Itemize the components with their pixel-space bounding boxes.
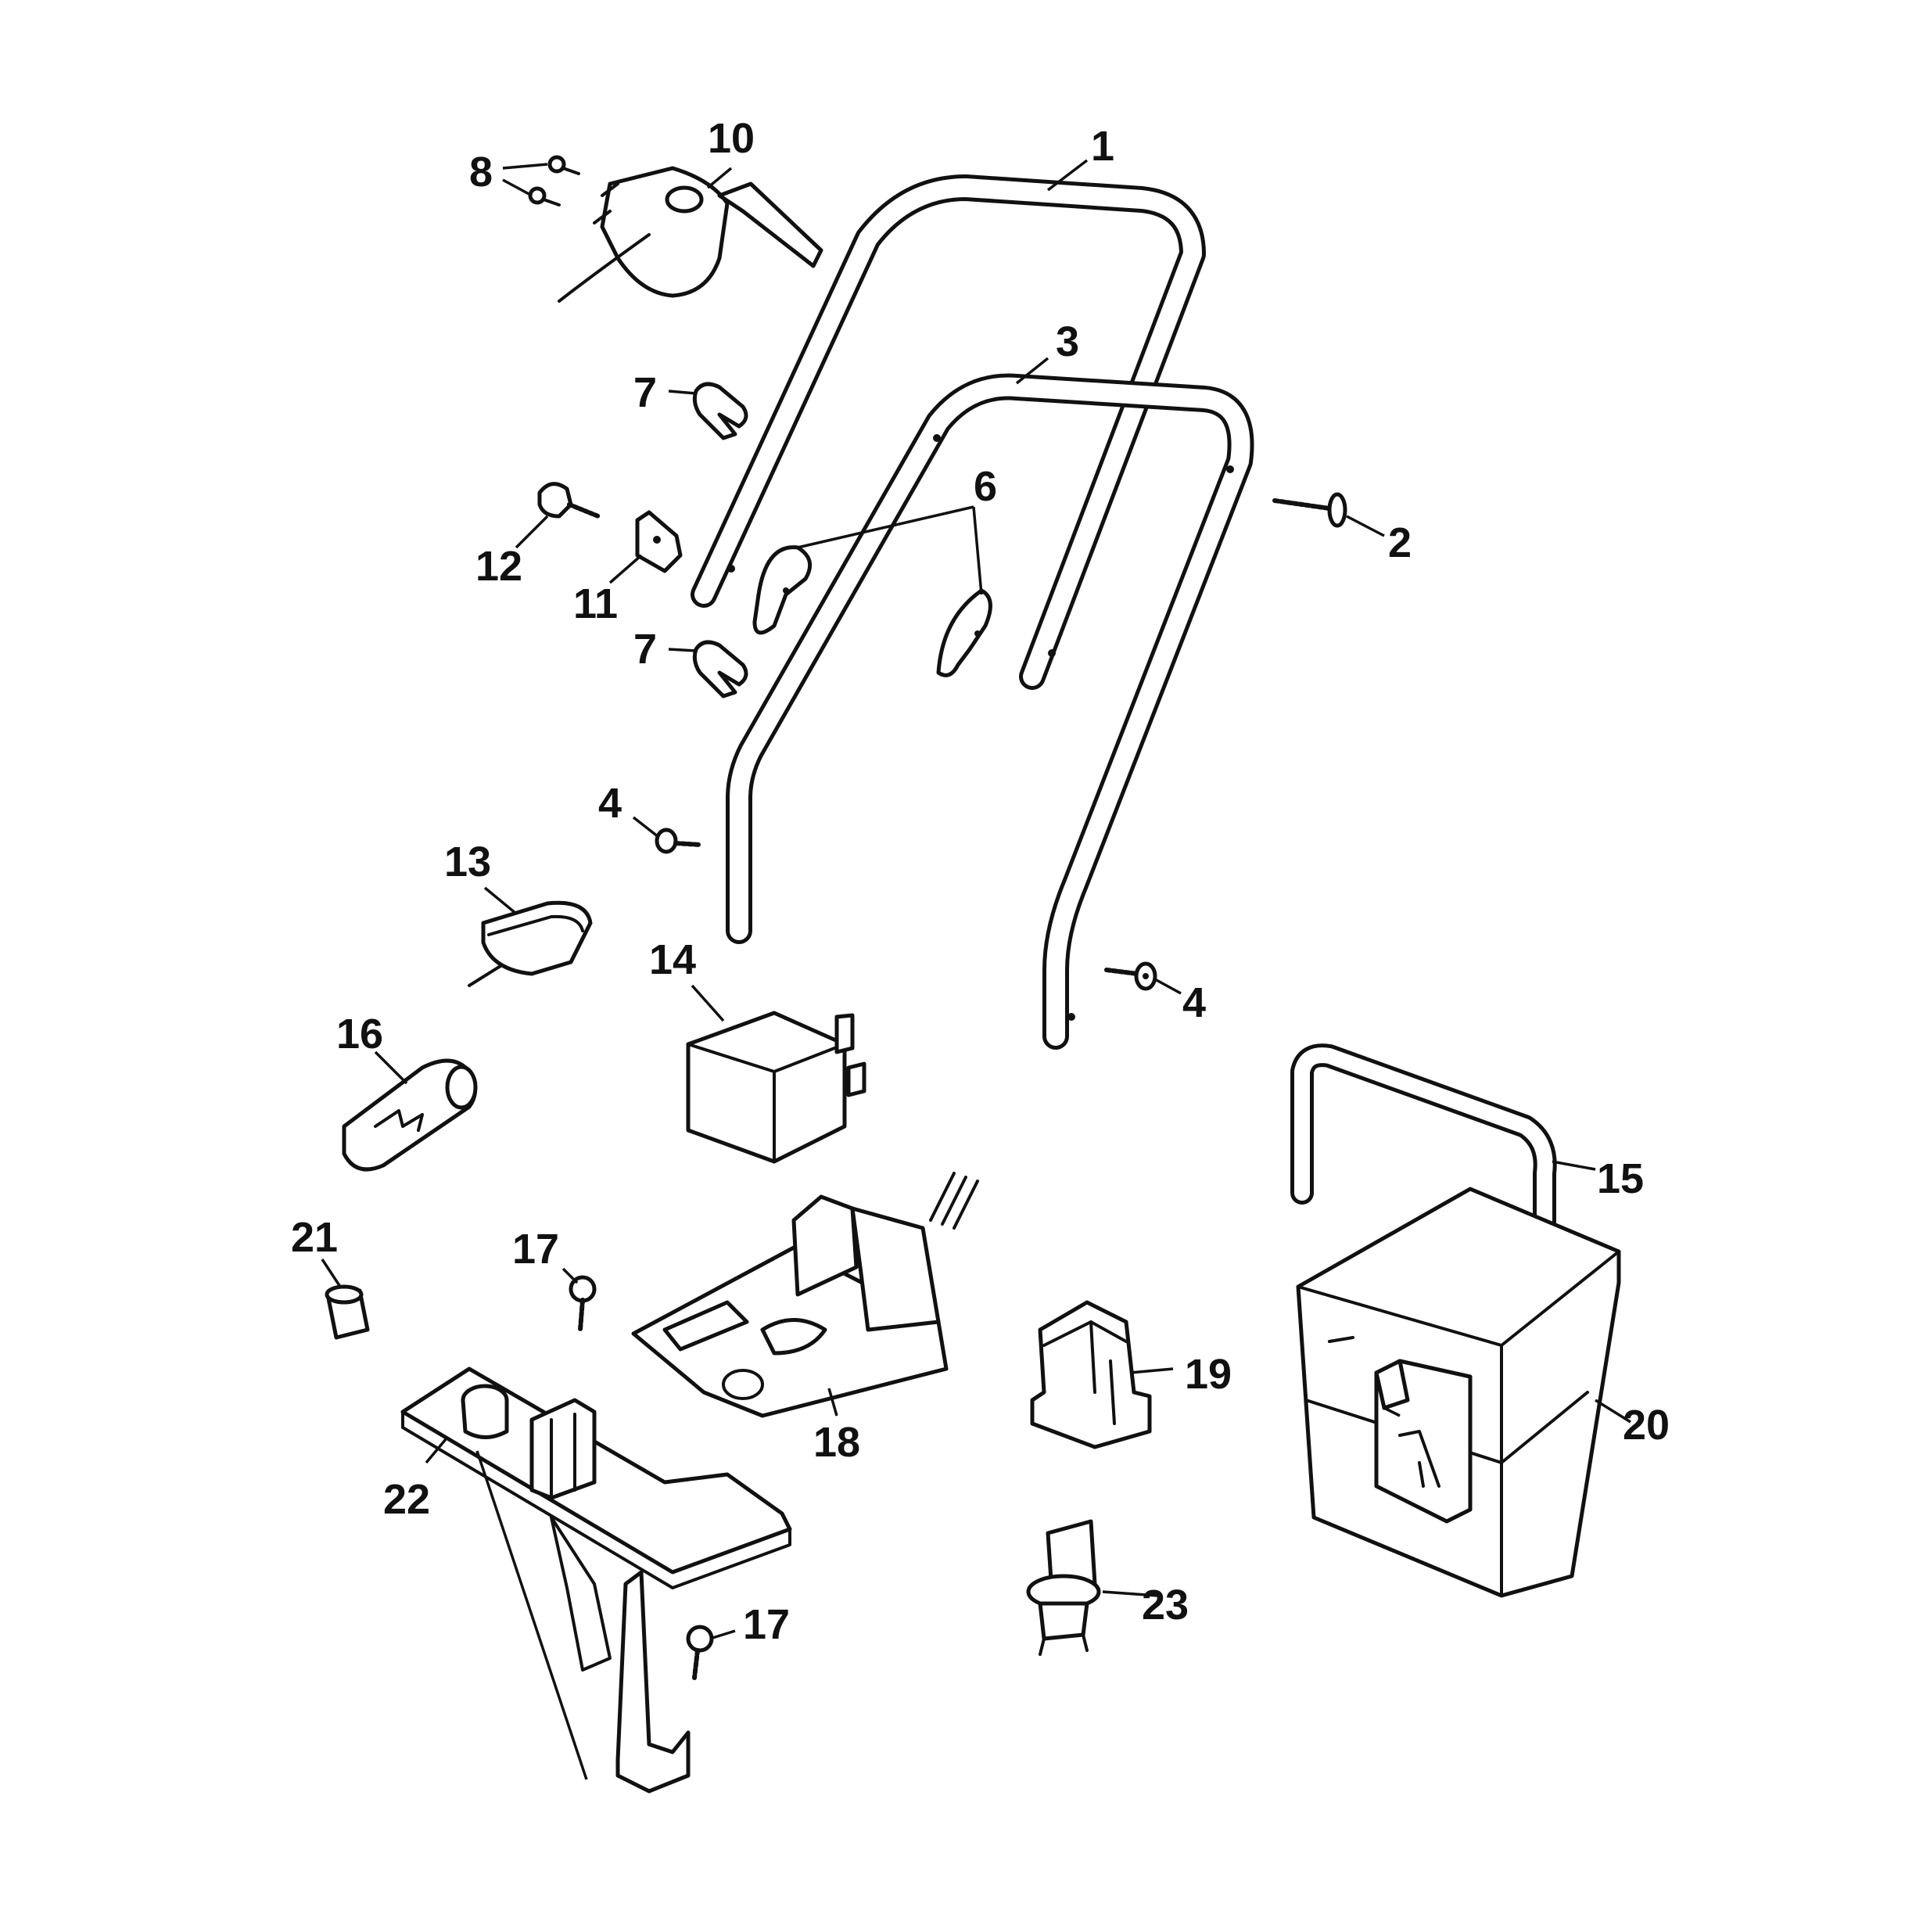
part-4-screw-right[interactable] (1104, 961, 1157, 991)
label-part-15: 15 (1597, 1155, 1644, 1202)
label-part-17-lower: 17 (743, 1601, 790, 1648)
label-part-10: 10 (708, 115, 755, 162)
part-15-carry-handle[interactable] (1290, 1043, 1557, 1295)
part-11-bracket-clip[interactable] (635, 510, 683, 573)
label-part-8: 8 (469, 149, 493, 196)
label-part-14: 14 (649, 936, 696, 983)
part-20-battery-box[interactable] (1296, 1187, 1621, 1598)
part-19-connector-block[interactable] (1030, 1300, 1152, 1449)
part-16-connector[interactable] (342, 1058, 478, 1172)
label-part-17-upper: 17 (512, 1226, 559, 1273)
part-4-screw-left[interactable] (655, 828, 702, 854)
label-part-2: 2 (1388, 519, 1412, 566)
part-7-clip-lower[interactable] (692, 640, 748, 698)
part-3-lower-handle[interactable] (726, 373, 1254, 1050)
part-14-relay[interactable] (686, 1011, 866, 1164)
part-2-bolt[interactable] (1272, 492, 1347, 528)
label-part-19: 19 (1185, 1351, 1232, 1398)
part-18-circuit-board[interactable] (631, 1172, 979, 1418)
part-17-screw-upper[interactable] (569, 1275, 597, 1332)
label-part-20: 20 (1623, 1402, 1670, 1449)
part-8-screws[interactable] (528, 155, 580, 206)
label-part-13: 13 (444, 839, 491, 885)
label-part-4-right: 4 (1182, 979, 1206, 1026)
label-part-4-left: 4 (598, 780, 622, 827)
part-21-small-clip[interactable] (325, 1284, 370, 1340)
part-22-bracket[interactable] (400, 1366, 792, 1794)
part-1-upper-handle[interactable] (691, 174, 1206, 690)
label-part-11: 11 (573, 580, 618, 627)
label-part-1: 1 (1091, 123, 1114, 170)
label-part-23: 23 (1142, 1582, 1189, 1629)
label-part-12: 12 (475, 543, 522, 590)
label-part-18: 18 (813, 1419, 860, 1466)
part-17-screw-lower[interactable] (686, 1625, 714, 1680)
label-part-3: 3 (1056, 318, 1079, 365)
label-part-21: 21 (291, 1214, 338, 1261)
part-12-knob-bolt[interactable] (537, 482, 601, 519)
label-part-16: 16 (336, 1011, 383, 1058)
label-part-6: 6 (974, 463, 997, 510)
part-labels: 1 3 10 8 7 6 2 12 11 7 4 4 13 14 16 15 2… (291, 115, 1670, 1648)
part-10-cable-clamp[interactable] (558, 166, 823, 303)
leader-lines (321, 159, 1631, 1640)
label-part-7-upper: 7 (633, 369, 657, 416)
part-13-switch-pad[interactable] (468, 900, 593, 987)
part-23-key[interactable] (1026, 1519, 1101, 1656)
label-part-22: 22 (383, 1476, 430, 1523)
part-6-wing-nuts[interactable] (752, 545, 992, 677)
label-part-7-lower: 7 (633, 626, 657, 673)
part-7-clip-upper[interactable] (692, 382, 748, 440)
